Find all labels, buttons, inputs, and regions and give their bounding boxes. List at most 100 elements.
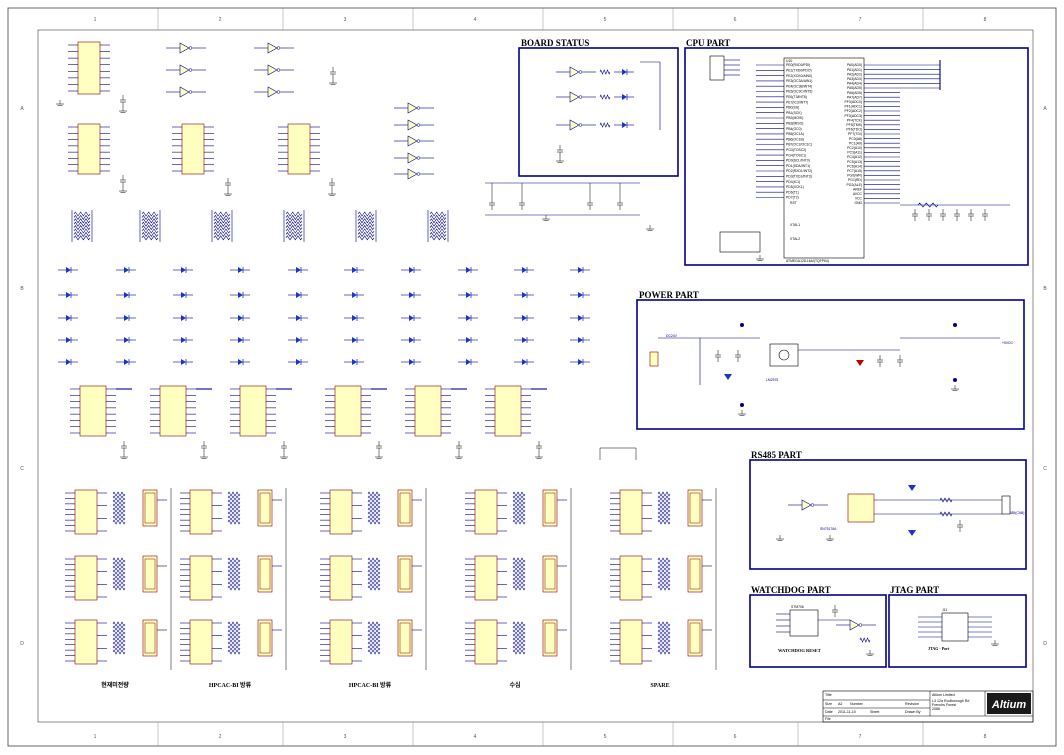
led-diode <box>181 359 186 365</box>
cpu-pin-right-label: PF5(TMS) <box>846 123 862 127</box>
resistor <box>227 561 241 567</box>
number-label: Number <box>850 702 864 706</box>
led-diode <box>181 315 186 321</box>
resistor <box>112 645 126 651</box>
cpu-pin-right-label: PC3(A11) <box>847 151 862 155</box>
seven-seg-digit <box>399 622 411 654</box>
cpu-pin-right-label: PF4(TCK) <box>847 118 862 122</box>
resistor <box>227 491 241 497</box>
cpu-pin-right-label: PG2(ALE) <box>847 183 862 187</box>
zone-row-left: A <box>20 106 24 112</box>
latch-chip <box>79 385 107 437</box>
zone-col-top: 5 <box>604 17 607 23</box>
cpu-pin-left-label: PE6(T3/INT6) <box>786 95 807 99</box>
resistor <box>939 497 953 503</box>
inverter-bubble <box>858 623 863 627</box>
test-point <box>953 378 957 382</box>
resistor <box>227 499 241 505</box>
led-diode <box>352 292 357 298</box>
file-label: File <box>825 717 831 721</box>
driver-chip <box>329 555 353 601</box>
led-diode <box>522 267 527 273</box>
cpu-pin-left-label: PB4(OC0) <box>786 127 802 131</box>
buffer-section <box>56 41 434 196</box>
resistor <box>112 569 126 575</box>
resistor <box>429 218 447 224</box>
led-diode <box>578 267 583 273</box>
led-diode <box>409 359 414 365</box>
driver-chip <box>74 555 98 601</box>
zone-col-bottom: 1 <box>94 734 97 740</box>
led-diode <box>296 292 301 298</box>
led-diode <box>181 267 186 273</box>
led-diode <box>522 359 527 365</box>
resistor <box>512 585 526 591</box>
cpu-pin-right-label: PA2(AD2) <box>847 72 862 76</box>
led-diode <box>238 315 243 321</box>
cpu-pin-left-label: PD5(XCK1) <box>786 185 804 189</box>
watchdog-chip <box>789 609 819 637</box>
led-diode <box>296 267 301 273</box>
zone-row-right: A <box>1043 106 1047 112</box>
board-status-title: BOARD STATUS <box>521 38 589 48</box>
resistor <box>512 565 526 571</box>
resistor <box>213 218 231 224</box>
display-group-label: HPCAC-BI 방류 <box>349 681 392 689</box>
resistor <box>357 225 375 231</box>
zone-col-top: 6 <box>734 17 737 23</box>
company-address: L3 12a Rodborough Rd Frenchs Forest 2086 <box>932 699 970 711</box>
resistor <box>512 503 526 509</box>
seven-seg-digit <box>544 492 556 524</box>
resistor <box>141 214 159 220</box>
cpu-pin-left-label: PD4(IC1) <box>786 180 800 184</box>
cpu-pin-left-label: PB6(OC1B) <box>786 137 804 141</box>
cpu-pin-right-label: PC2(A10) <box>847 146 862 150</box>
resistor <box>429 231 447 237</box>
power-input-label: DC24V <box>666 334 678 338</box>
seven-seg-display <box>542 555 558 593</box>
cpu-pin-left-label: PD6(T1) <box>786 190 799 194</box>
resistor <box>285 225 303 231</box>
resistor <box>227 645 241 651</box>
resistor <box>285 228 303 234</box>
resistor <box>112 561 126 567</box>
cpu-chip <box>783 57 865 259</box>
led-diode <box>238 292 243 298</box>
driver-chip <box>619 489 643 535</box>
resistor <box>512 569 526 575</box>
display-group-label: HPCAC-BI 방류 <box>209 681 252 689</box>
resistor <box>367 573 381 579</box>
inverter-bubble <box>416 172 421 176</box>
led-diode <box>522 292 527 298</box>
resistor <box>227 625 241 631</box>
date-value: 2011-11-10 <box>838 710 856 714</box>
cpu-pin-left-label: PG4(TOSC1) <box>786 153 806 157</box>
zone-col-bottom: 4 <box>474 734 477 740</box>
seven-seg-digit <box>144 622 156 654</box>
led-diode <box>66 359 71 365</box>
cpu-pin-right-label: PF1(ADC1) <box>844 105 862 109</box>
driver-chip <box>329 619 353 665</box>
resistor <box>285 218 303 224</box>
cpu-pin-right-label: AREF <box>853 187 862 191</box>
resistor <box>367 645 381 651</box>
resistor <box>227 649 241 655</box>
resistor <box>73 228 91 234</box>
driver-chip <box>619 619 643 665</box>
resistor <box>112 621 126 627</box>
cpu-pin-left-label: PB2(MOSI) <box>786 116 803 120</box>
decoder-chip-3 <box>181 123 205 175</box>
crystal-osc <box>719 231 761 253</box>
cpu-xtal1: XTAL1 <box>790 223 800 227</box>
cpu-pin-right-label: PF3(ADC3) <box>844 114 862 118</box>
led-diode <box>352 359 357 365</box>
resistor <box>367 557 381 563</box>
cpu-pin-left-label: PG3(TOSC2) <box>786 148 806 152</box>
resistor <box>599 94 611 100</box>
cpu-pin-left-label: PD3(TXD1/INT3) <box>786 175 812 179</box>
resistor <box>367 577 381 583</box>
resistor <box>657 577 671 583</box>
resistor <box>367 503 381 509</box>
seven-seg-digit <box>399 492 411 524</box>
decoupling-caps <box>485 182 654 231</box>
